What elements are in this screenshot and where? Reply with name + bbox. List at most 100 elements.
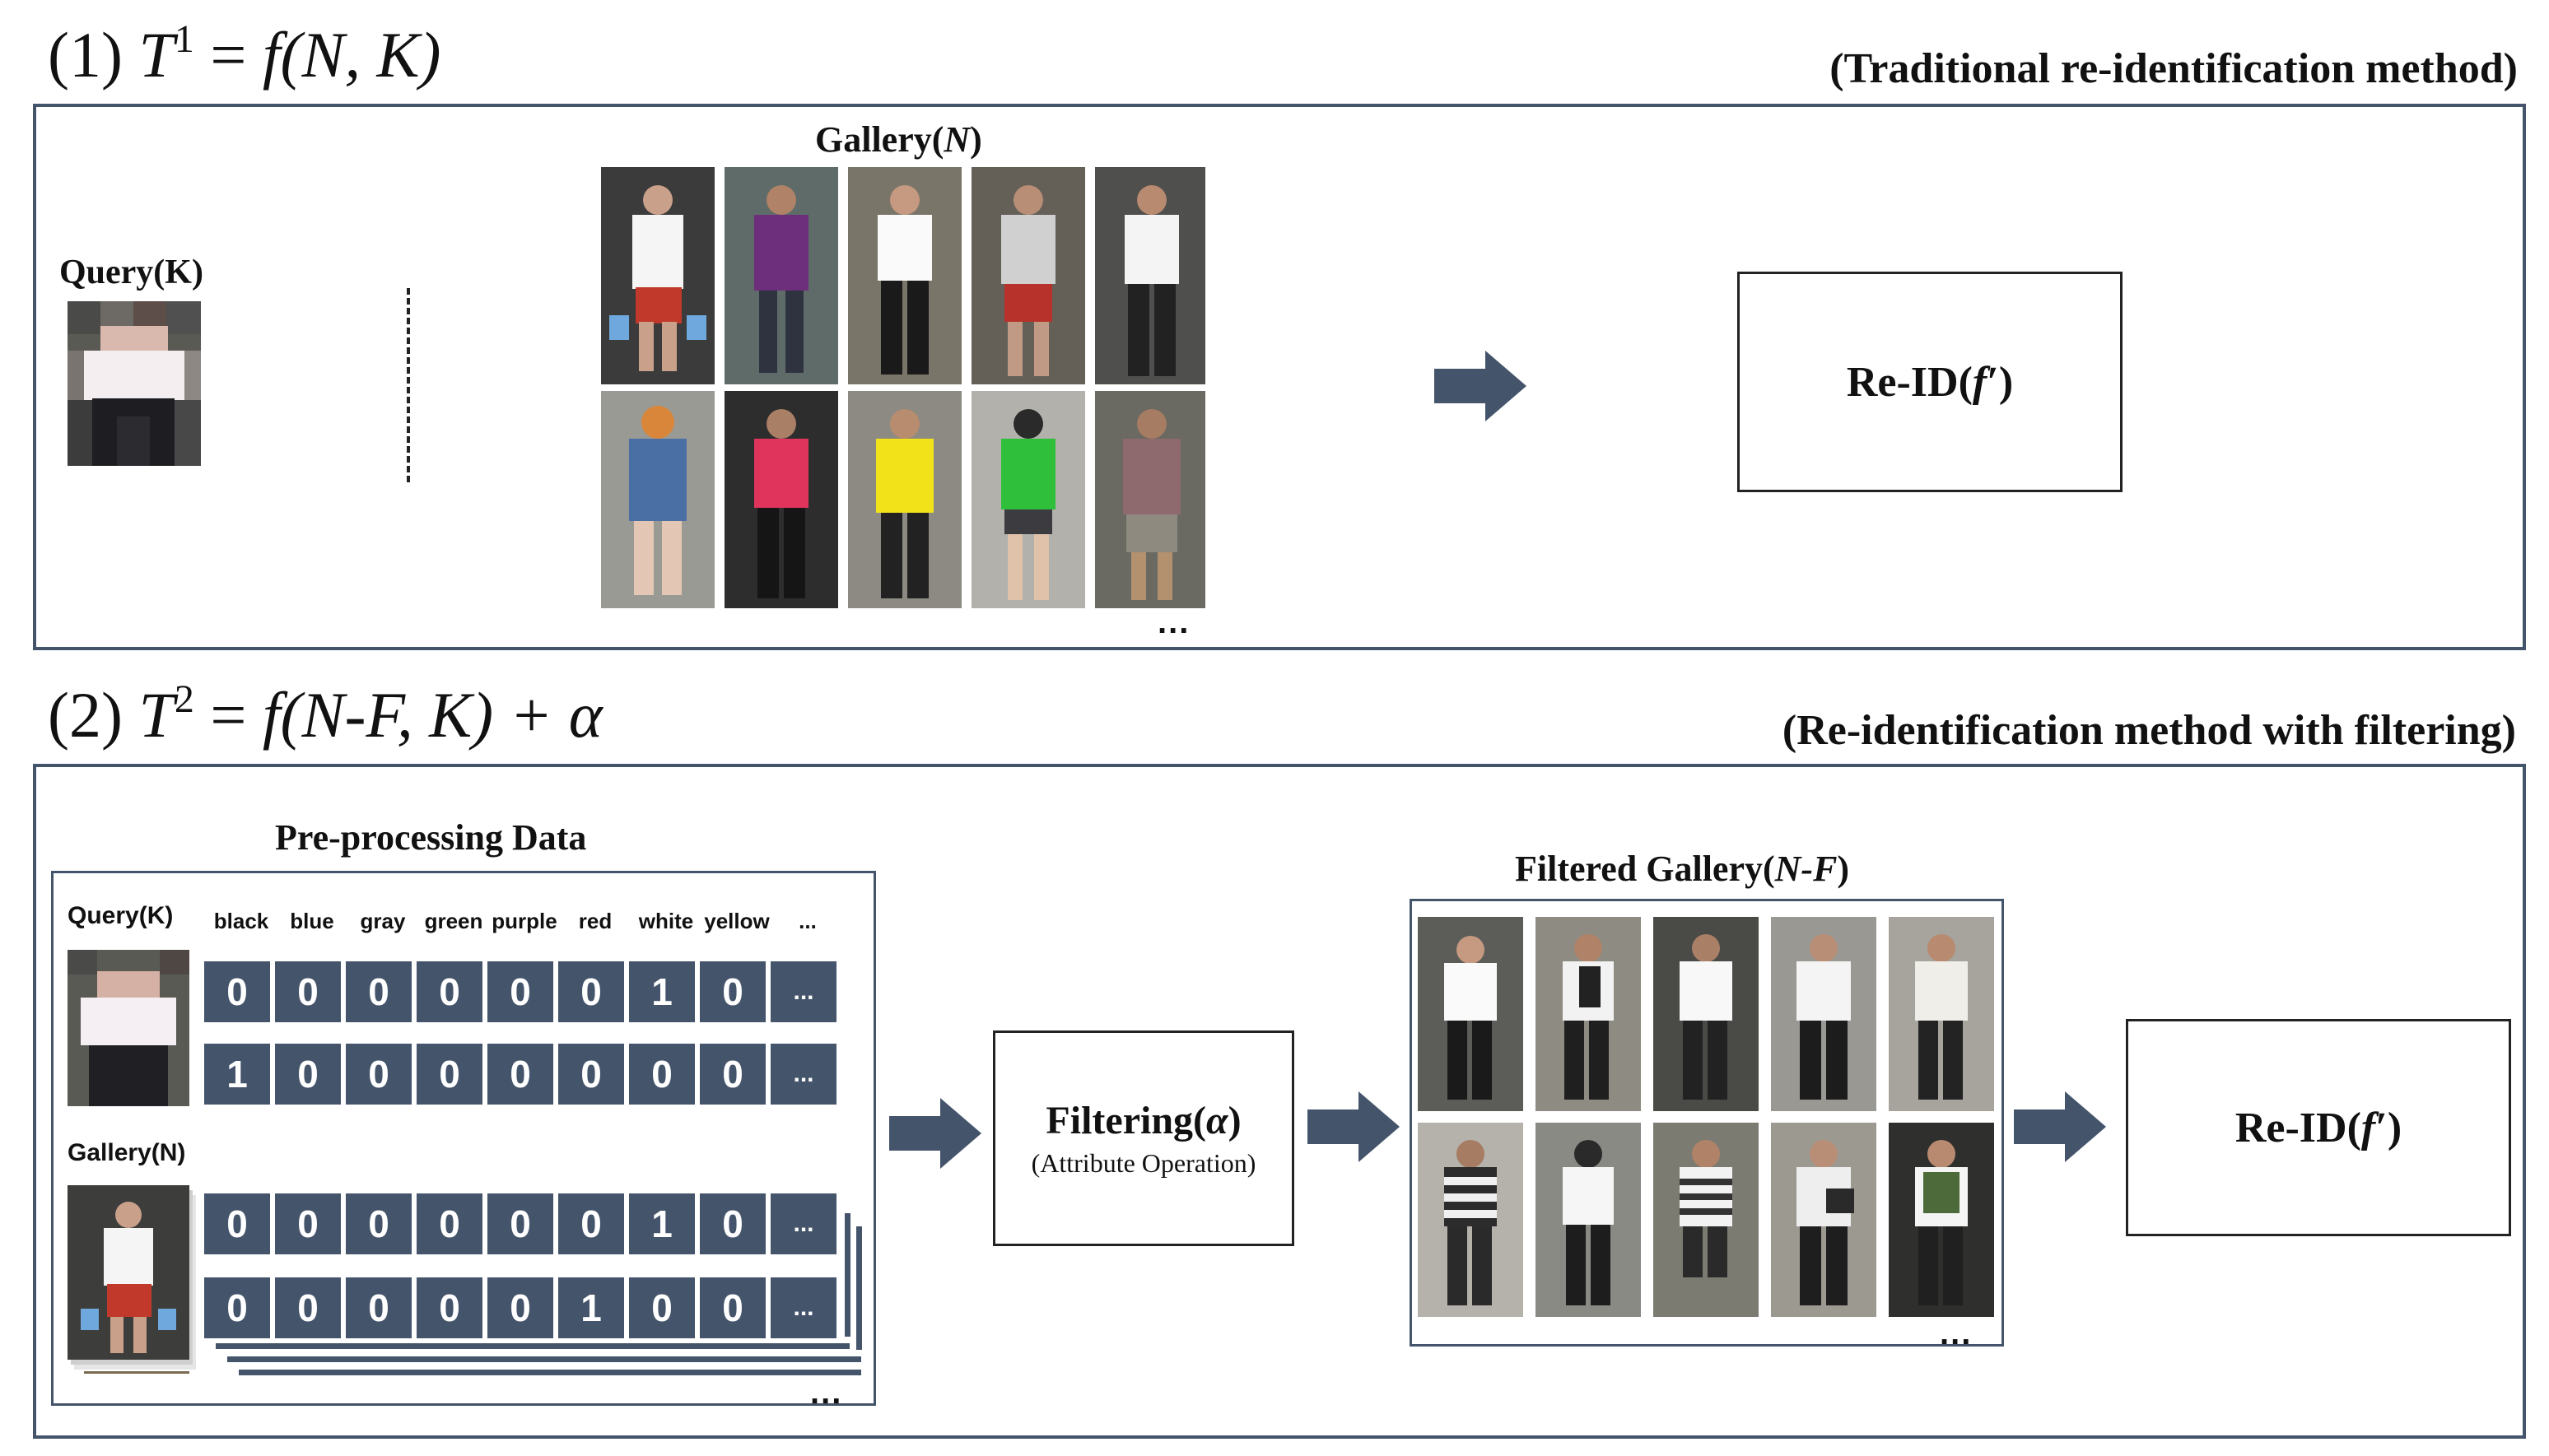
preprocessing-more: ... (810, 1375, 843, 1411)
dashed-divider (407, 288, 410, 482)
arrow-to-filtered-gallery (1307, 1091, 1400, 1166)
color-label: ... (799, 909, 817, 933)
stack-layer-line (227, 1356, 861, 1362)
pre-gallery-image (68, 1185, 199, 1375)
color-label: black (213, 909, 269, 933)
arrow-to-reid-2 (2014, 1091, 2106, 1166)
vector-cell: 0 (629, 1044, 695, 1105)
vector-cell: 0 (204, 1193, 270, 1254)
filtered-person-4 (1771, 917, 1876, 1111)
preprocessing-box (51, 871, 876, 1406)
gallery-person-6 (601, 391, 715, 608)
query-vector-row: 1 0 0 0 0 0 0 0 ... (204, 1044, 836, 1105)
pre-query-image (68, 950, 189, 1106)
method-label-traditional: (Traditional re-identification method) (1829, 45, 2518, 92)
preprocessing-title: Pre-processing Data (275, 817, 587, 858)
vector-cell: ... (771, 1277, 836, 1338)
panel-filtering (33, 764, 2526, 1439)
filtered-person-2 (1535, 917, 1641, 1111)
vector-cell: 0 (487, 1277, 553, 1338)
filtered-gallery-label: Filtered Gallery(N-F) (1515, 849, 1850, 889)
pre-query-label: Query(K) (68, 902, 174, 929)
vector-cell: 0 (275, 1193, 341, 1254)
gallery-person-8 (848, 391, 962, 608)
vector-cell: 0 (275, 1277, 341, 1338)
color-label: yellow (704, 909, 770, 933)
gallery-vector-row: 0 0 0 0 0 1 0 0 ... (204, 1277, 836, 1338)
vector-cell: 0 (204, 961, 270, 1022)
method-label-filtering: (Re-identification method with filtering… (1782, 707, 2516, 754)
gallery-person-5 (1095, 167, 1205, 384)
gallery-label: Gallery(N) (815, 119, 982, 160)
filtered-person-8 (1653, 1123, 1759, 1317)
panel-traditional (33, 104, 2526, 650)
vector-cell: 0 (700, 1193, 766, 1254)
filtered-person-3 (1653, 917, 1759, 1111)
filtering-sub: (Attribute Operation) (1031, 1148, 1256, 1178)
vector-cell: 1 (204, 1044, 270, 1105)
color-label: purple (492, 909, 557, 933)
arrow-to-reid-1 (1434, 351, 1526, 426)
filtered-person-9 (1771, 1123, 1876, 1317)
color-label: blue (290, 909, 334, 933)
gallery-vector-row: 0 0 0 0 0 0 1 0 ... (204, 1193, 836, 1254)
vector-cell: 0 (417, 1044, 482, 1105)
vector-cell: 0 (558, 1193, 624, 1254)
color-label: gray (360, 909, 406, 933)
arrow-to-filtering (889, 1098, 981, 1173)
query-label: Query(K) (59, 254, 203, 291)
filtered-person-10 (1889, 1123, 1994, 1317)
vector-cell: 1 (558, 1277, 624, 1338)
pre-gallery-label: Gallery(N) (68, 1139, 186, 1166)
vector-cell: 0 (487, 961, 553, 1022)
gallery-person-4 (972, 167, 1085, 384)
vector-cell: 0 (700, 1044, 766, 1105)
color-label: white (638, 909, 694, 933)
vector-cell: 1 (629, 961, 695, 1022)
filtered-person-5 (1889, 917, 1994, 1111)
vector-cell: ... (771, 1193, 836, 1254)
color-label: red (578, 909, 613, 933)
filtered-person-7 (1535, 1123, 1641, 1317)
vector-cell: 0 (417, 1193, 482, 1254)
vector-cell: 0 (558, 961, 624, 1022)
stack-layer-line (216, 1343, 850, 1349)
vector-cell: 0 (700, 1277, 766, 1338)
gallery-person-3 (848, 167, 962, 384)
filtered-gallery-more: ... (1940, 1315, 1973, 1351)
stack-layer-line (239, 1370, 861, 1375)
reid-box-1: Re-ID(f′) (1737, 272, 2123, 492)
vector-cell: 1 (629, 1193, 695, 1254)
stack-layer-edge (845, 1213, 850, 1337)
vector-cell: 0 (417, 961, 482, 1022)
stack-layer-edge (856, 1226, 862, 1350)
vector-cell: 0 (700, 961, 766, 1022)
filtered-person-1 (1418, 917, 1523, 1111)
reid-box-2: Re-ID(f′) (2126, 1019, 2511, 1236)
vector-cell: 0 (346, 1193, 412, 1254)
gallery-person-1 (601, 167, 715, 384)
gallery-person-9 (972, 391, 1085, 608)
gallery-grid (601, 167, 1205, 608)
vector-cell: 0 (346, 1277, 412, 1338)
vector-cell: 0 (346, 1044, 412, 1105)
filtered-gallery-grid (1418, 917, 1994, 1317)
gallery-person-10 (1095, 391, 1205, 608)
vector-cell: 0 (204, 1277, 270, 1338)
gallery-more: ... (1158, 604, 1191, 640)
gallery-person-7 (725, 391, 838, 608)
formula-2: (2) T2 = f(N-F, K) + α (48, 677, 603, 751)
filtered-gallery-box (1410, 899, 2004, 1347)
color-label-row: black blue gray green purple red white y… (206, 909, 843, 934)
formula-1: (1) T1 = f(N, K) (48, 17, 441, 91)
vector-cell: ... (771, 961, 836, 1022)
gallery-person-2 (725, 167, 838, 384)
vector-cell: 0 (417, 1277, 482, 1338)
query-vector-row: 0 0 0 0 0 0 1 0 ... (204, 961, 836, 1022)
filtering-box: Filtering(α) (Attribute Operation) (993, 1030, 1294, 1246)
query-image (68, 301, 201, 466)
filtered-person-6 (1418, 1123, 1523, 1317)
color-label: green (424, 909, 483, 933)
vector-cell: 0 (346, 961, 412, 1022)
vector-cell: 0 (558, 1044, 624, 1105)
